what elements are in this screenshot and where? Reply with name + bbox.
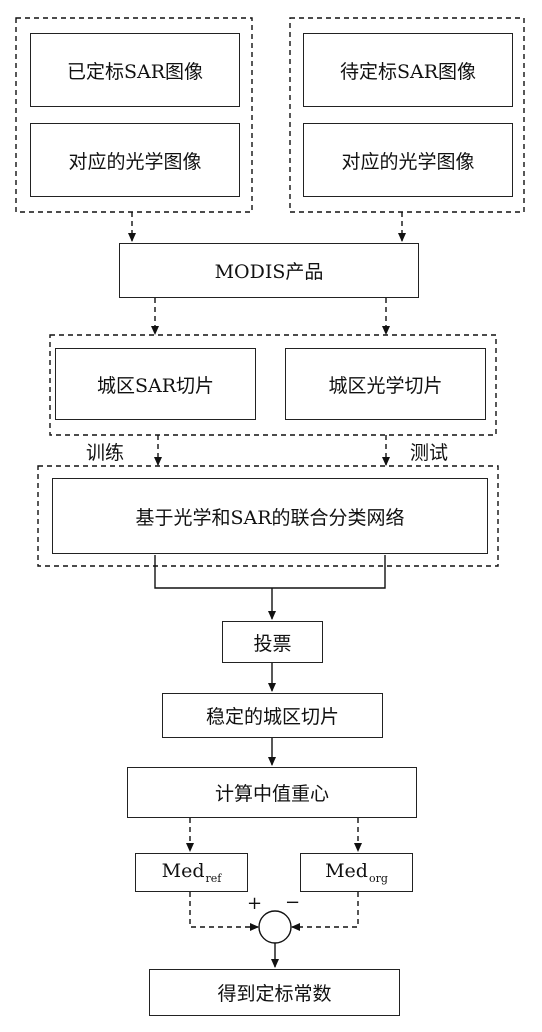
arrow-medref-to-junction [189, 892, 259, 931]
modis-product-label: MODIS产品 [214, 261, 324, 283]
med-org-box: Medorg [300, 853, 413, 892]
joint-classification-network-box: 基于光学和SAR的联合分类网络 [52, 478, 488, 554]
median-center-box: 计算中值重心 [127, 767, 417, 818]
modis-product-box: MODIS产品 [119, 243, 419, 298]
calibrated-sar-image-label: 已定标SAR图像 [66, 60, 204, 83]
left-input-group-frame [15, 17, 253, 213]
optical-image-left-box: 对应的光学图像 [30, 123, 240, 197]
plus-sign: + [247, 893, 263, 914]
right-input-group-frame [289, 17, 525, 213]
optical-image-left-label: 对应的光学图像 [68, 150, 202, 173]
optical-image-right-label: 对应的光学图像 [341, 150, 475, 173]
med-ref-subscript: ref [205, 872, 222, 885]
med-ref-box: Medref [135, 853, 248, 892]
urban-sar-slice-label: 城区SAR切片 [96, 374, 215, 397]
optical-image-right-box: 对应的光学图像 [303, 123, 513, 197]
med-org-base: Med [325, 860, 368, 882]
arrow-medorg-to-junction [291, 892, 359, 931]
uncalibrated-sar-image-box: 待定标SAR图像 [303, 33, 513, 107]
stable-urban-slice-box: 稳定的城区切片 [162, 693, 383, 738]
sum-junction [258, 910, 292, 944]
joint-classification-network-label: 基于光学和SAR的联合分类网络 [135, 506, 405, 529]
network-output-connector [154, 555, 386, 589]
minus-sign: − [285, 892, 301, 913]
network-group-frame [37, 465, 499, 567]
stable-urban-slice-label: 稳定的城区切片 [205, 706, 339, 728]
median-center-label: 计算中值重心 [214, 783, 329, 805]
uncalibrated-sar-image-label: 待定标SAR图像 [339, 60, 477, 83]
vote-box: 投票 [222, 621, 323, 663]
med-org-subscript: org [368, 872, 388, 885]
calibration-constant-label: 得到定标常数 [217, 983, 332, 1005]
test-label: 测试 [410, 442, 449, 464]
vote-label: 投票 [253, 632, 292, 655]
train-label: 训练 [86, 442, 125, 464]
calibration-constant-box: 得到定标常数 [149, 969, 400, 1016]
calibrated-sar-image-box: 已定标SAR图像 [30, 33, 240, 107]
urban-optical-slice-label: 城区光学切片 [328, 374, 443, 397]
urban-optical-slice-box: 城区光学切片 [285, 348, 486, 420]
urban-sar-slice-box: 城区SAR切片 [55, 348, 256, 420]
med-ref-base: Med [161, 860, 205, 882]
med-ref-label: Medref [162, 860, 222, 885]
med-org-label: Medorg [325, 860, 388, 885]
slice-group-frame [49, 334, 497, 436]
